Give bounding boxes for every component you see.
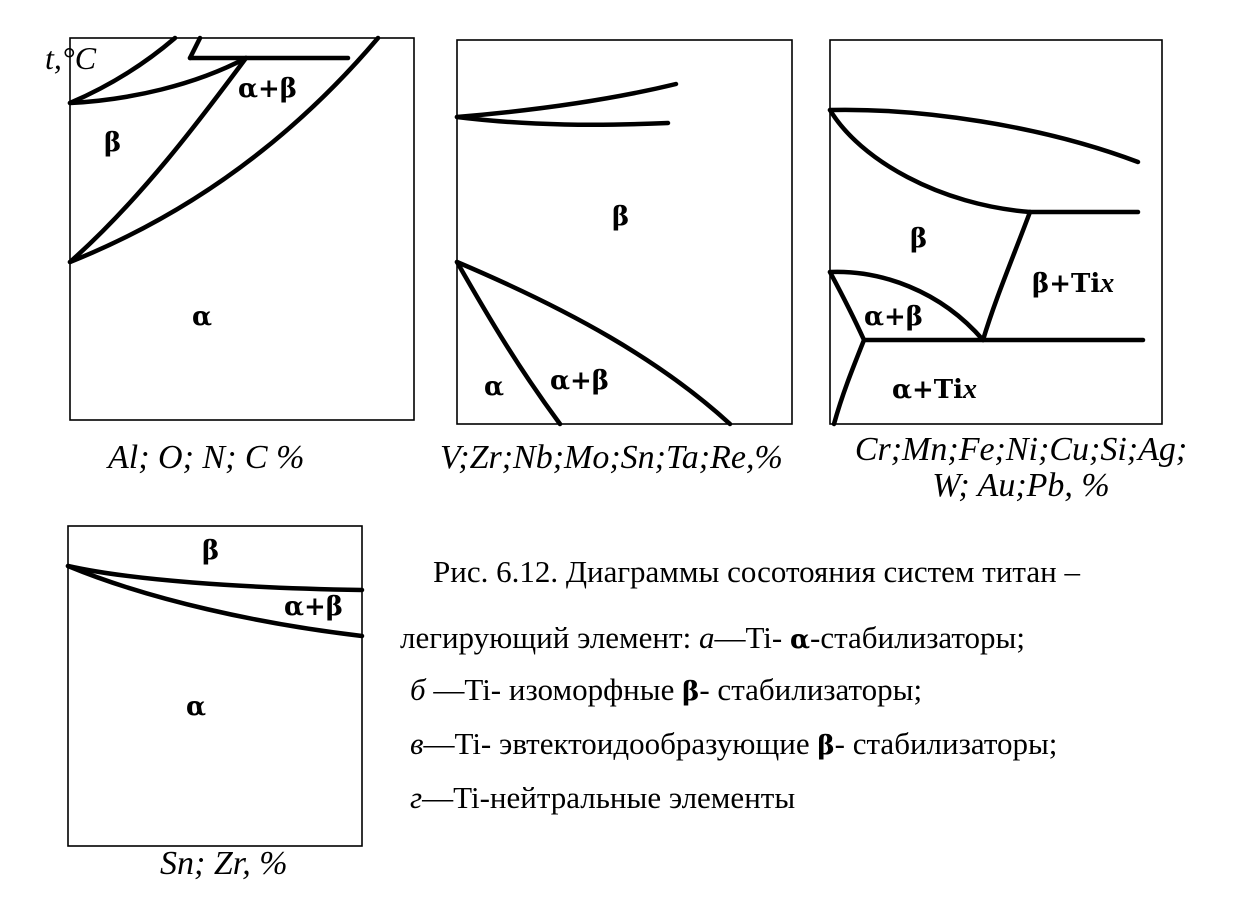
region-alpha-beta-a: α+β bbox=[238, 74, 298, 104]
diagram-alpha-stabilizers: β α+β α Al; O; N; C % bbox=[0, 0, 420, 480]
caption-mid-b: изоморфные bbox=[508, 672, 675, 707]
region-alpha-beta-c: α+β bbox=[864, 302, 924, 332]
region-alpha-a: α bbox=[192, 302, 213, 332]
caption-line-3: б —Ti- изоморфные β- стабилизаторы; bbox=[410, 674, 922, 705]
diagram-c-axis-line1: Cr;Mn;Fe;Ni;Cu;Si;Ag; bbox=[854, 431, 1188, 468]
diagram-b-liquidus bbox=[454, 81, 679, 120]
diagram-a-top-connector bbox=[187, 35, 203, 61]
diagram-a-axis-label: Al; O; N; C % bbox=[108, 439, 305, 476]
diagram-d-svg bbox=[65, 525, 365, 847]
diagram-a-upper-curve-left bbox=[67, 35, 178, 106]
region-alpha-tix-c: α+Tix bbox=[892, 376, 977, 404]
caption-dash-v: — bbox=[423, 726, 455, 761]
caption-ti-b: Ti- bbox=[464, 672, 502, 707]
caption-ti-g: Ti- bbox=[453, 780, 490, 815]
diagram-c-beta-transus bbox=[827, 269, 986, 343]
region-beta-tix-label: β+Ti bbox=[1032, 269, 1101, 299]
diagram-b-alpha-transus bbox=[454, 259, 733, 427]
caption-key-a: а bbox=[698, 620, 715, 655]
compound-sub-x: x bbox=[1100, 268, 1115, 299]
caption-line-4: в—Ti- эвтектоидообразующие β- стабилизат… bbox=[410, 728, 1057, 759]
region-beta-c: β bbox=[910, 224, 928, 254]
diagram-d-frame bbox=[67, 525, 363, 847]
region-beta-b: β bbox=[612, 202, 630, 232]
region-alpha-beta-b: α+β bbox=[550, 366, 610, 396]
diagram-isomorphous-beta: β α α+β V;Zr;Nb;Mo;Sn;Ta;Re,% bbox=[0, 0, 820, 480]
diagram-c-beta-solvus bbox=[980, 209, 1033, 343]
caption-mid-v: эвтектоидообразующие bbox=[499, 726, 810, 761]
caption-greek-v: β bbox=[817, 731, 835, 761]
caption-key-b: б bbox=[410, 672, 426, 707]
region-alpha-beta-d: α+β bbox=[284, 592, 344, 622]
caption-greek-b: β bbox=[682, 677, 700, 707]
diagram-b-frame bbox=[456, 39, 793, 425]
diagram-a-alpha-transus bbox=[67, 35, 381, 265]
caption-post-g: нейтральные элементы bbox=[489, 780, 796, 815]
diagram-eutectoid-beta: β β+Tix α+β α+Tix Cr;Mn;Fe;Ni;Cu;Si;Ag; … bbox=[827, 39, 1196, 503]
caption-post-v: - стабилизаторы; bbox=[834, 726, 1058, 761]
compound-sub-x-2: x bbox=[963, 374, 978, 405]
diagram-neutral-elements: β α+β α Sn; Zr, % bbox=[0, 0, 420, 900]
caption-line2-pre: легирующий элемент: bbox=[400, 620, 692, 655]
diagram-a-beta-transus bbox=[67, 55, 249, 265]
region-beta-a: β bbox=[104, 128, 122, 158]
diagram-c-axis-line2: W; Au;Pb, % bbox=[932, 466, 1110, 504]
caption-key-g: г bbox=[410, 780, 423, 815]
caption-dash-b: — bbox=[433, 672, 465, 707]
diagram-c-alpha-transus bbox=[827, 269, 867, 343]
diagram-c-frame bbox=[829, 39, 1163, 425]
caption-greek-a: α bbox=[789, 625, 810, 655]
diagram-d-axis-label: Sn; Zr, % bbox=[160, 845, 288, 882]
region-beta-d: β bbox=[202, 536, 220, 566]
caption-line-5: г—Ti-нейтральные элементы bbox=[410, 782, 795, 813]
caption-line-2: легирующий элемент: а—Ti- α-стабилизатор… bbox=[400, 622, 1025, 653]
caption-dash-g: — bbox=[422, 780, 454, 815]
caption-line-1: Рис. 6.12. Диаграммы сосотояния систем т… bbox=[433, 554, 1080, 589]
diagram-b-axis-label: V;Zr;Nb;Mo;Sn;Ta;Re,% bbox=[440, 439, 783, 476]
caption-dash-a: — bbox=[714, 620, 746, 655]
region-alpha-tix-label: α+Ti bbox=[892, 375, 964, 405]
diagram-c-axis-label: Cr;Mn;Fe;Ni;Cu;Si;Ag; W; Au;Pb, % bbox=[846, 432, 1196, 503]
caption-ti-a: Ti- bbox=[745, 620, 783, 655]
diagram-a-beta-solvus bbox=[67, 55, 249, 106]
region-beta-tix-c: β+Tix bbox=[1032, 270, 1114, 298]
diagram-d-beta-transus bbox=[65, 563, 365, 593]
diagram-c-solidus bbox=[827, 107, 1033, 215]
diagram-b-beta-transus bbox=[454, 259, 563, 427]
diagram-b-solidus bbox=[454, 114, 671, 128]
region-alpha-b: α bbox=[484, 372, 505, 402]
caption-post-b: - стабилизаторы; bbox=[699, 672, 923, 707]
diagram-d-alpha-transus bbox=[65, 563, 365, 639]
diagram-c-liquidus bbox=[827, 107, 1141, 165]
diagram-a-frame bbox=[69, 37, 415, 421]
diagram-a-svg bbox=[67, 35, 415, 421]
caption-post-a: -стабилизаторы; bbox=[810, 620, 1025, 655]
region-alpha-d: α bbox=[186, 692, 207, 722]
caption-ti-v: Ti- bbox=[454, 726, 492, 761]
diagram-b-svg bbox=[454, 39, 793, 427]
diagram-c-svg bbox=[827, 39, 1163, 427]
caption-key-v: в bbox=[410, 726, 424, 761]
diagram-c-alpha-solvus bbox=[831, 337, 867, 427]
